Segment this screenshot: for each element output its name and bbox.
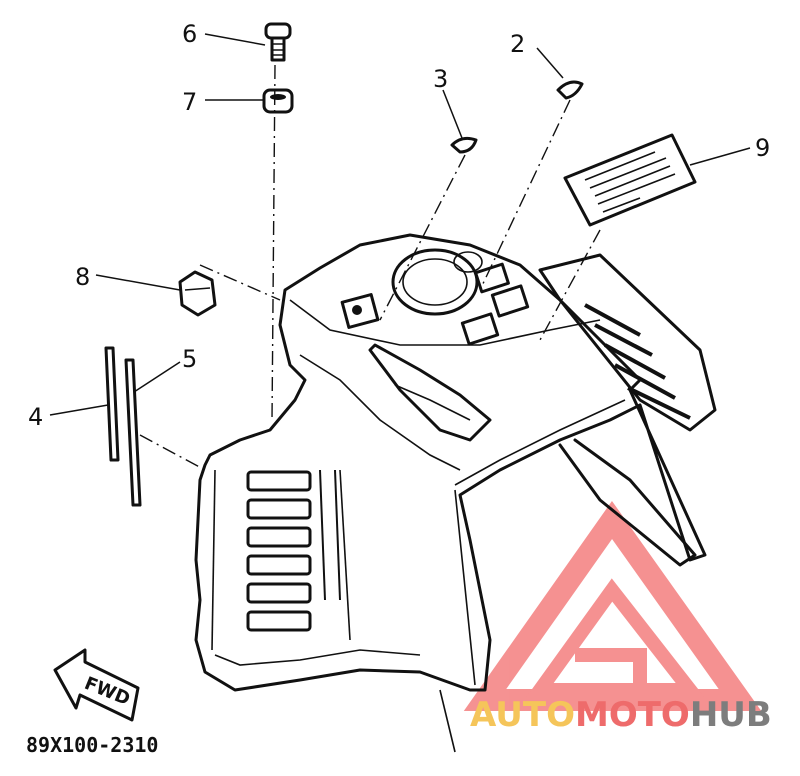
callout-3: 3: [433, 65, 448, 93]
watermark-hub: HUB: [690, 695, 772, 735]
assembly-lines: [139, 64, 601, 471]
watermark-moto: MOTO: [575, 695, 690, 735]
fwd-label: FWD: [81, 673, 133, 710]
callout-7: 7: [182, 88, 197, 116]
callout-4: 4: [28, 403, 43, 431]
part-grommet-left: [450, 136, 478, 154]
watermark-logo: [463, 500, 762, 711]
part-grommet-right: [556, 80, 584, 100]
callout-numbers: 6 2 3 7 9 8 5 4: [28, 20, 770, 431]
part-decal: [563, 133, 697, 227]
part-rod-short: [104, 346, 120, 462]
part-clip: [178, 270, 217, 317]
part-rod-long: [124, 358, 142, 507]
callout-8: 8: [75, 263, 90, 291]
leader-lines: [49, 33, 751, 416]
part-bolt: [264, 22, 292, 62]
forward-arrow-icon: FWD: [53, 648, 140, 722]
part-nut: [262, 88, 294, 114]
engine-cover: [194, 233, 717, 753]
callout-5: 5: [182, 345, 197, 373]
diagram-code: 89X100-2310: [26, 733, 158, 757]
callout-6: 6: [182, 20, 197, 48]
watermark-text: AUTOMOTOHUB: [470, 695, 772, 735]
callout-2: 2: [510, 30, 525, 58]
svg-text:AUTOMOTOHUB: AUTOMOTOHUB: [470, 695, 772, 735]
watermark-auto: AUTO: [470, 695, 575, 735]
callout-9: 9: [755, 134, 770, 162]
